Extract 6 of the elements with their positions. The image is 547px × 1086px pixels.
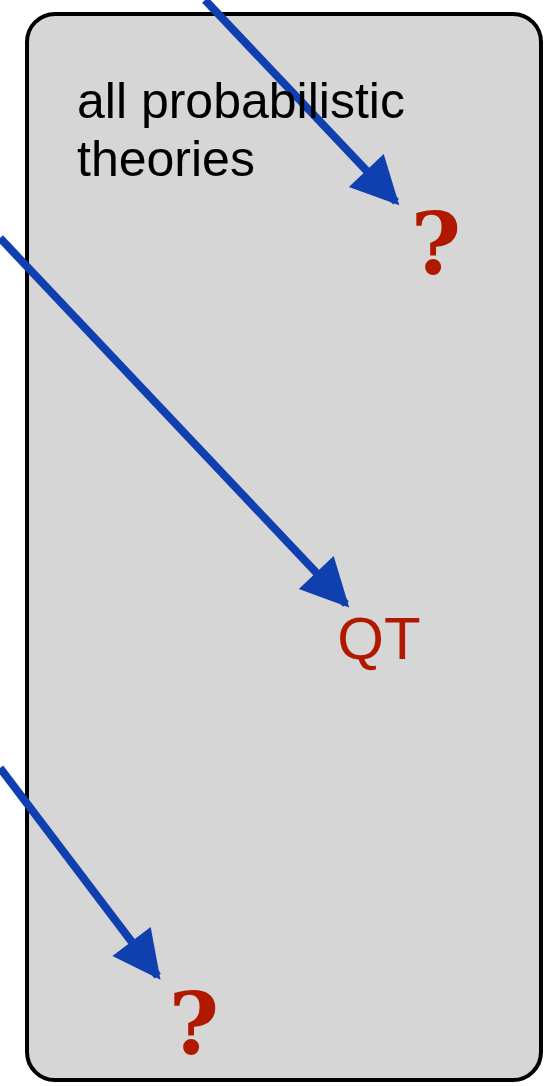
arrow — [0, 235, 350, 608]
theory-label: QT — [336, 604, 422, 674]
arrow — [0, 765, 161, 980]
theory-panel — [25, 12, 543, 1082]
question-mark: ? — [167, 976, 221, 1072]
question-mark: ? — [409, 196, 463, 292]
